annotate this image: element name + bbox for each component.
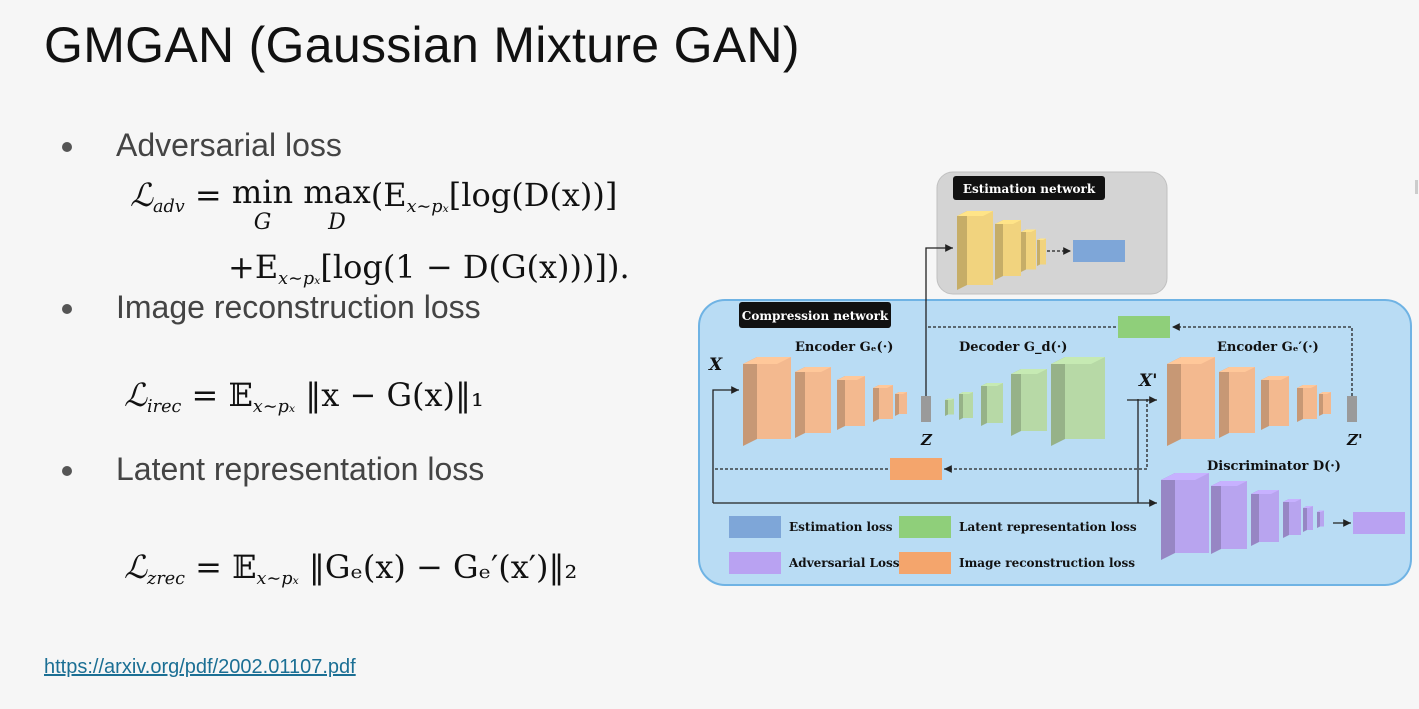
encoder1-layer xyxy=(895,392,907,416)
paper-link[interactable]: https://arxiv.org/pdf/2002.01107.pdf xyxy=(44,656,356,678)
bullet-dot xyxy=(62,142,72,152)
legend-label: Latent representation loss xyxy=(959,520,1137,534)
x-input-line xyxy=(712,386,739,503)
discriminator-layer xyxy=(1211,481,1247,554)
estimation-network-panel xyxy=(936,171,1168,295)
encoder1-layer xyxy=(795,367,831,438)
compression-network-tag xyxy=(739,302,891,328)
decoder-layer xyxy=(981,383,1003,426)
encoder2-label: Encoder Gₑ′(·) xyxy=(1217,340,1319,355)
eq-lhs: ℒadv xyxy=(130,176,185,218)
legend-label: Estimation loss xyxy=(789,520,893,534)
decoder-layer xyxy=(945,398,954,416)
decoder-layer xyxy=(1011,369,1047,436)
bullet-latent-representation-loss: Latent representation loss xyxy=(116,451,485,487)
discriminator-label: Discriminator D(·) xyxy=(1207,459,1341,474)
latent-loss-box xyxy=(1118,316,1170,338)
encoder2-layer xyxy=(1167,357,1215,446)
discriminator-layer xyxy=(1161,473,1209,560)
x-label: X xyxy=(708,355,723,375)
estimation-layer xyxy=(1021,229,1036,272)
encoder1-layer xyxy=(873,385,893,422)
diagram-legend: Estimation loss Latent representation los… xyxy=(729,516,1137,574)
discriminator-layer xyxy=(1317,510,1324,528)
equation-latent-reconstruction: ℒzrec = 𝔼x∼pₓ ‖Gₑ(x) − Gₑ′(x′)‖₂ xyxy=(124,548,578,590)
edge-mark xyxy=(1415,180,1418,194)
discriminator-layer xyxy=(1251,490,1279,546)
equation-adversarial-line2: +Ex∼pₓ[log(1 − D(G(x)))]). xyxy=(228,248,630,290)
latent-z xyxy=(921,396,931,422)
decoder-layer xyxy=(1051,357,1105,446)
bullet-adversarial-loss: Adversarial loss xyxy=(116,127,342,163)
legend-label: Adversarial Loss xyxy=(788,556,900,570)
encoder2-layer xyxy=(1219,367,1255,438)
legend-swatch xyxy=(899,516,951,538)
estimation-loss-box xyxy=(1073,240,1125,262)
bullet-dot xyxy=(62,466,72,476)
z-to-estimation-line xyxy=(925,244,953,396)
xprime-to-image-recon xyxy=(944,399,1148,473)
encoder2-layer xyxy=(1319,392,1331,416)
bullet-dot xyxy=(62,304,72,314)
equation-image-reconstruction: ℒirec = 𝔼x∼pₓ ‖x − G(x)‖₁ xyxy=(124,376,484,418)
legend-swatch xyxy=(899,552,951,574)
adversarial-output-box xyxy=(1353,512,1405,534)
legend-swatch xyxy=(729,516,781,538)
encoder2-layer xyxy=(1297,385,1317,422)
bullet-image-reconstruction-loss: Image reconstruction loss xyxy=(116,289,481,325)
legend-label: Image reconstruction loss xyxy=(959,556,1135,570)
encoder1-label: Encoder Gₑ(·) xyxy=(795,340,893,355)
estimation-layer xyxy=(957,211,993,290)
xprime-label: X' xyxy=(1138,371,1157,391)
zprime-to-latent-loss xyxy=(1172,323,1353,396)
z-label: Z xyxy=(920,431,933,449)
discriminator-layer xyxy=(1303,506,1313,532)
zprime-label: Z' xyxy=(1346,431,1363,449)
discriminator-layer xyxy=(1283,499,1301,538)
compression-network-label: Compression network xyxy=(742,309,889,323)
estimation-layer xyxy=(995,220,1021,280)
estimation-network-tag xyxy=(953,176,1105,200)
decoder-layer xyxy=(959,392,973,420)
estimation-network-label: Estimation network xyxy=(963,182,1096,196)
encoder1-layer xyxy=(837,376,865,430)
decoder-label: Decoder G_d(·) xyxy=(959,340,1067,355)
estimation-layer xyxy=(1037,238,1046,266)
encoder1-layer xyxy=(743,357,791,446)
image-recon-loss-box xyxy=(890,458,942,480)
latent-zprime xyxy=(1347,396,1357,422)
legend-swatch xyxy=(729,552,781,574)
encoder2-layer xyxy=(1261,376,1289,430)
slide-title: GMGAN (Gaussian Mixture GAN) xyxy=(44,17,800,73)
architecture-diagram: Estimation network Compression network E… xyxy=(698,171,1412,586)
